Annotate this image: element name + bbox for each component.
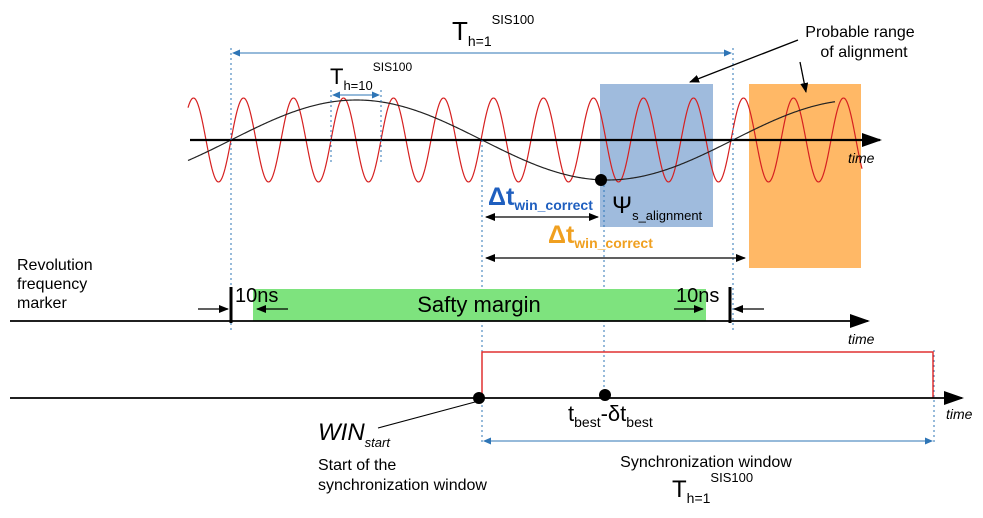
probable-range-blue-box [600, 84, 713, 227]
sync-window-pulse [481, 351, 934, 398]
psi-label: Ψs_alignment [612, 192, 703, 223]
start-window-label-line1: Start of the [318, 457, 396, 474]
ten-ns-left-label: 10ns [235, 285, 278, 307]
time-label-middle: time [848, 331, 875, 347]
win-start-label: WINstart [318, 419, 391, 450]
revolution-label-line2: frequency [17, 276, 87, 293]
sync-window-label: Synchronization window [620, 454, 792, 471]
alignment-point [595, 174, 607, 186]
safety-margin-label: Safty margin [417, 292, 541, 317]
t-h1-bottom-label: Th=1SIS100 [672, 470, 753, 506]
win-start-point [473, 392, 485, 404]
tbest-label: tbest-δtbest [568, 401, 653, 430]
start-window-label-line2: synchronization window [318, 477, 487, 494]
delta-t-orange-label: Δtwin_correct [548, 221, 653, 251]
dotted-guides [230, 48, 935, 445]
ten-ns-right-label: 10ns [676, 285, 719, 307]
probable-arrow-1 [689, 39, 799, 83]
time-label-bottom: time [946, 406, 973, 422]
revolution-label-line3: marker [17, 295, 67, 312]
probable-range-label-line1: Probable range [805, 24, 915, 41]
probable-range-label-line2: of alignment [820, 44, 908, 61]
delta-t-blue-label: Δtwin_correct [488, 183, 593, 213]
probable-range-orange-box [749, 84, 861, 268]
win-start-pointer [377, 401, 476, 429]
probable-arrow-2 [799, 61, 809, 93]
red-harmonic-wave [187, 97, 863, 183]
safety-margin-bar [253, 289, 706, 321]
t-h1-label: Th=1SIS100 [452, 12, 534, 49]
black-revolution-wave [187, 99, 836, 181]
time-label-top: time [848, 150, 875, 166]
revolution-label-line1: Revolution [17, 257, 93, 274]
t-h10-label: Th=10SIS100 [330, 60, 412, 93]
tbest-point [599, 389, 611, 401]
